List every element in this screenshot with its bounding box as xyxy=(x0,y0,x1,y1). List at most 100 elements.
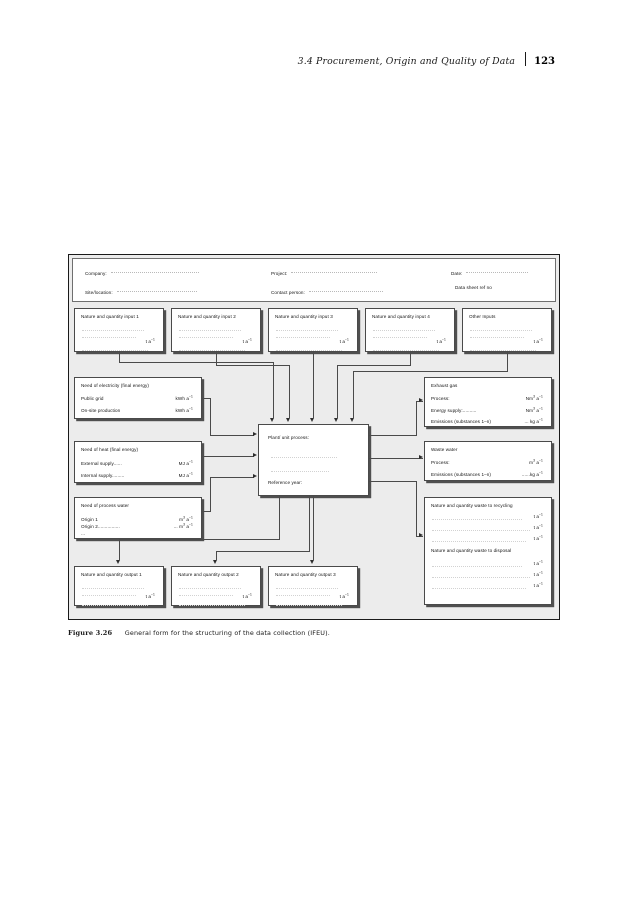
figure-diagram: Company: Project: Date: Site/location: C… xyxy=(68,254,560,620)
figure-caption-label: Figure 3.26 xyxy=(68,629,113,637)
output-box-1-title: Nature and quantity output 1 xyxy=(81,572,142,577)
waste-water-row-emissions-unit: ......kg a−1 xyxy=(521,470,543,477)
input-box-2-unit: t a−1 xyxy=(242,337,252,344)
waste-water-row-emissions: Emissions (substances 1–n) xyxy=(431,472,492,477)
input-box-2-title: Nature and quantity input 2 xyxy=(178,314,236,319)
process-water-row-origin1-unit: m3 a−1 xyxy=(179,515,193,522)
electricity-title: Need of electricity (final energy) xyxy=(81,383,149,388)
connector-input3-v xyxy=(313,352,314,418)
input-box-1-unit: t a−1 xyxy=(145,337,155,344)
waste-disposal-unit-1: t a−1 xyxy=(533,559,543,566)
arrow-electricity xyxy=(253,432,257,437)
figure-caption: Figure 3.26 General form for the structu… xyxy=(68,629,330,637)
connector-input4-v1 xyxy=(410,352,411,366)
waste-disposal-title: Nature and quantity waste to disposal xyxy=(431,548,512,553)
connector-water-h xyxy=(210,477,254,478)
input-box-3-title: Nature and quantity input 3 xyxy=(275,314,333,319)
connector-input1-v1 xyxy=(119,352,120,363)
heat-row-internal-unit: MJ a−1 xyxy=(178,471,193,478)
process-water-row-origin2: Origin 2................ xyxy=(81,524,120,529)
connector-output1-v1 xyxy=(279,496,280,540)
connector-wastewater-h xyxy=(369,458,423,459)
connector-electricity-v xyxy=(210,398,211,435)
field-contact-person: Contact person: xyxy=(271,285,383,295)
connector-exhaust-h xyxy=(369,435,416,436)
connector-output2-v2 xyxy=(216,551,217,560)
input-box-other: Other Inputs t a−1 xyxy=(462,308,552,352)
arrow-water xyxy=(253,474,257,479)
connector-electricity-stub xyxy=(202,398,211,399)
heat-row-external-unit: MJ a−1 xyxy=(178,459,193,466)
electricity-row-public-grid-unit: kWh a−1 xyxy=(175,394,193,401)
output-box-3-title: Nature and quantity output 3 xyxy=(275,572,336,577)
arrow-output1 xyxy=(116,560,121,564)
input-box-4-unit: t a−1 xyxy=(436,337,446,344)
process-water-row-origin1: Origin 1 xyxy=(81,517,98,522)
arrow-wastewater xyxy=(419,455,423,460)
connector-other-h xyxy=(353,371,508,372)
electricity-row-onsite: On-site production xyxy=(81,408,121,413)
connector-output1-v2 xyxy=(119,539,120,560)
connector-other-v1 xyxy=(507,352,508,372)
connector-exhaust-v xyxy=(416,401,417,436)
waste-water-row-process: Process: xyxy=(431,460,450,465)
connector-water-v xyxy=(210,477,211,512)
output-box-2-title: Nature and quantity output 2 xyxy=(178,572,239,577)
waste-recycling-unit-1: t a−1 xyxy=(533,512,543,519)
connector-output2-h xyxy=(216,551,310,552)
input-box-3: Nature and quantity input 3 t a−1 xyxy=(268,308,358,352)
waste-recycling-unit-3: t a−1 xyxy=(533,534,543,541)
waste-water-row-process-unit: m3 a−1 xyxy=(529,458,543,465)
connector-waste-v xyxy=(416,481,417,537)
input-box-1: Nature and quantity input 1 t a−1 xyxy=(74,308,164,352)
input-box-4-title: Nature and quantity input 4 xyxy=(372,314,430,319)
arrow-exhaust xyxy=(419,398,423,403)
waste-water-title: Waste water xyxy=(431,447,458,452)
running-head-divider xyxy=(525,52,527,66)
connector-input4-h xyxy=(337,365,411,366)
waste-recycling-unit-2: t a−1 xyxy=(533,523,543,530)
form-header: Company: Project: Date: Site/location: C… xyxy=(72,258,556,302)
heat-row-external: External supply...... xyxy=(81,461,122,466)
connector-heat-h xyxy=(202,456,254,457)
input-box-4: Nature and quantity input 4 t a−1 xyxy=(365,308,455,352)
central-process-title: Plant/ unit process: xyxy=(268,435,310,440)
figure-caption-text: General form for the structuring of the … xyxy=(124,629,330,637)
exhaust-row-process-unit: Nm3 a−1 xyxy=(525,394,543,401)
heat-row-internal: Internal supply......... xyxy=(81,473,125,478)
connector-input2-h xyxy=(216,365,289,366)
connector-input2-v1 xyxy=(216,352,217,366)
arrow-output3 xyxy=(310,560,315,564)
arrow-input1 xyxy=(270,418,275,422)
connector-input1-h xyxy=(119,362,273,363)
arrow-input2 xyxy=(286,418,291,422)
connector-input4-v2 xyxy=(337,365,338,418)
output-box-1: Nature and quantity output 1 t a−1 xyxy=(74,566,164,606)
connector-output1-h xyxy=(119,539,280,540)
exhaust-row-energy-supply: Energy supply:.......... xyxy=(431,408,477,413)
output-box-1-unit: t a−1 xyxy=(145,592,155,599)
exhaust-row-energy-supply-unit: Nm3 a−1 xyxy=(525,406,543,413)
arrow-input4 xyxy=(334,418,339,422)
input-box-other-unit: t a−1 xyxy=(533,337,543,344)
arrow-heat xyxy=(253,453,257,458)
input-box-2: Nature and quantity input 2 t a−1 xyxy=(171,308,261,352)
waste-disposal-unit-3: t a−1 xyxy=(533,581,543,588)
arrow-other-inputs xyxy=(350,418,355,422)
output-box-2: Nature and quantity output 2 t a−1 xyxy=(171,566,261,606)
output-box-3-unit: t a−1 xyxy=(339,592,349,599)
input-box-1-title: Nature and quantity input 1 xyxy=(81,314,139,319)
connector-output3-v xyxy=(313,496,314,560)
electricity-box: Need of electricity (final energy) Publi… xyxy=(74,377,202,419)
field-data-sheet-ref-no: Data sheet ref no xyxy=(455,285,492,290)
output-box-2-unit: t a−1 xyxy=(242,592,252,599)
connector-other-v2 xyxy=(353,371,354,418)
exhaust-row-emissions-unit: ... kg a−1 xyxy=(524,417,543,424)
connector-output2-v1 xyxy=(309,496,310,552)
exhaust-row-emissions: Emissions (substances 1–n) xyxy=(431,419,492,424)
heat-box: Need of heat (final energy) External sup… xyxy=(74,441,202,483)
arrow-waste xyxy=(419,533,423,538)
connector-input2-v2 xyxy=(289,365,290,418)
input-box-3-unit: t a−1 xyxy=(339,337,349,344)
